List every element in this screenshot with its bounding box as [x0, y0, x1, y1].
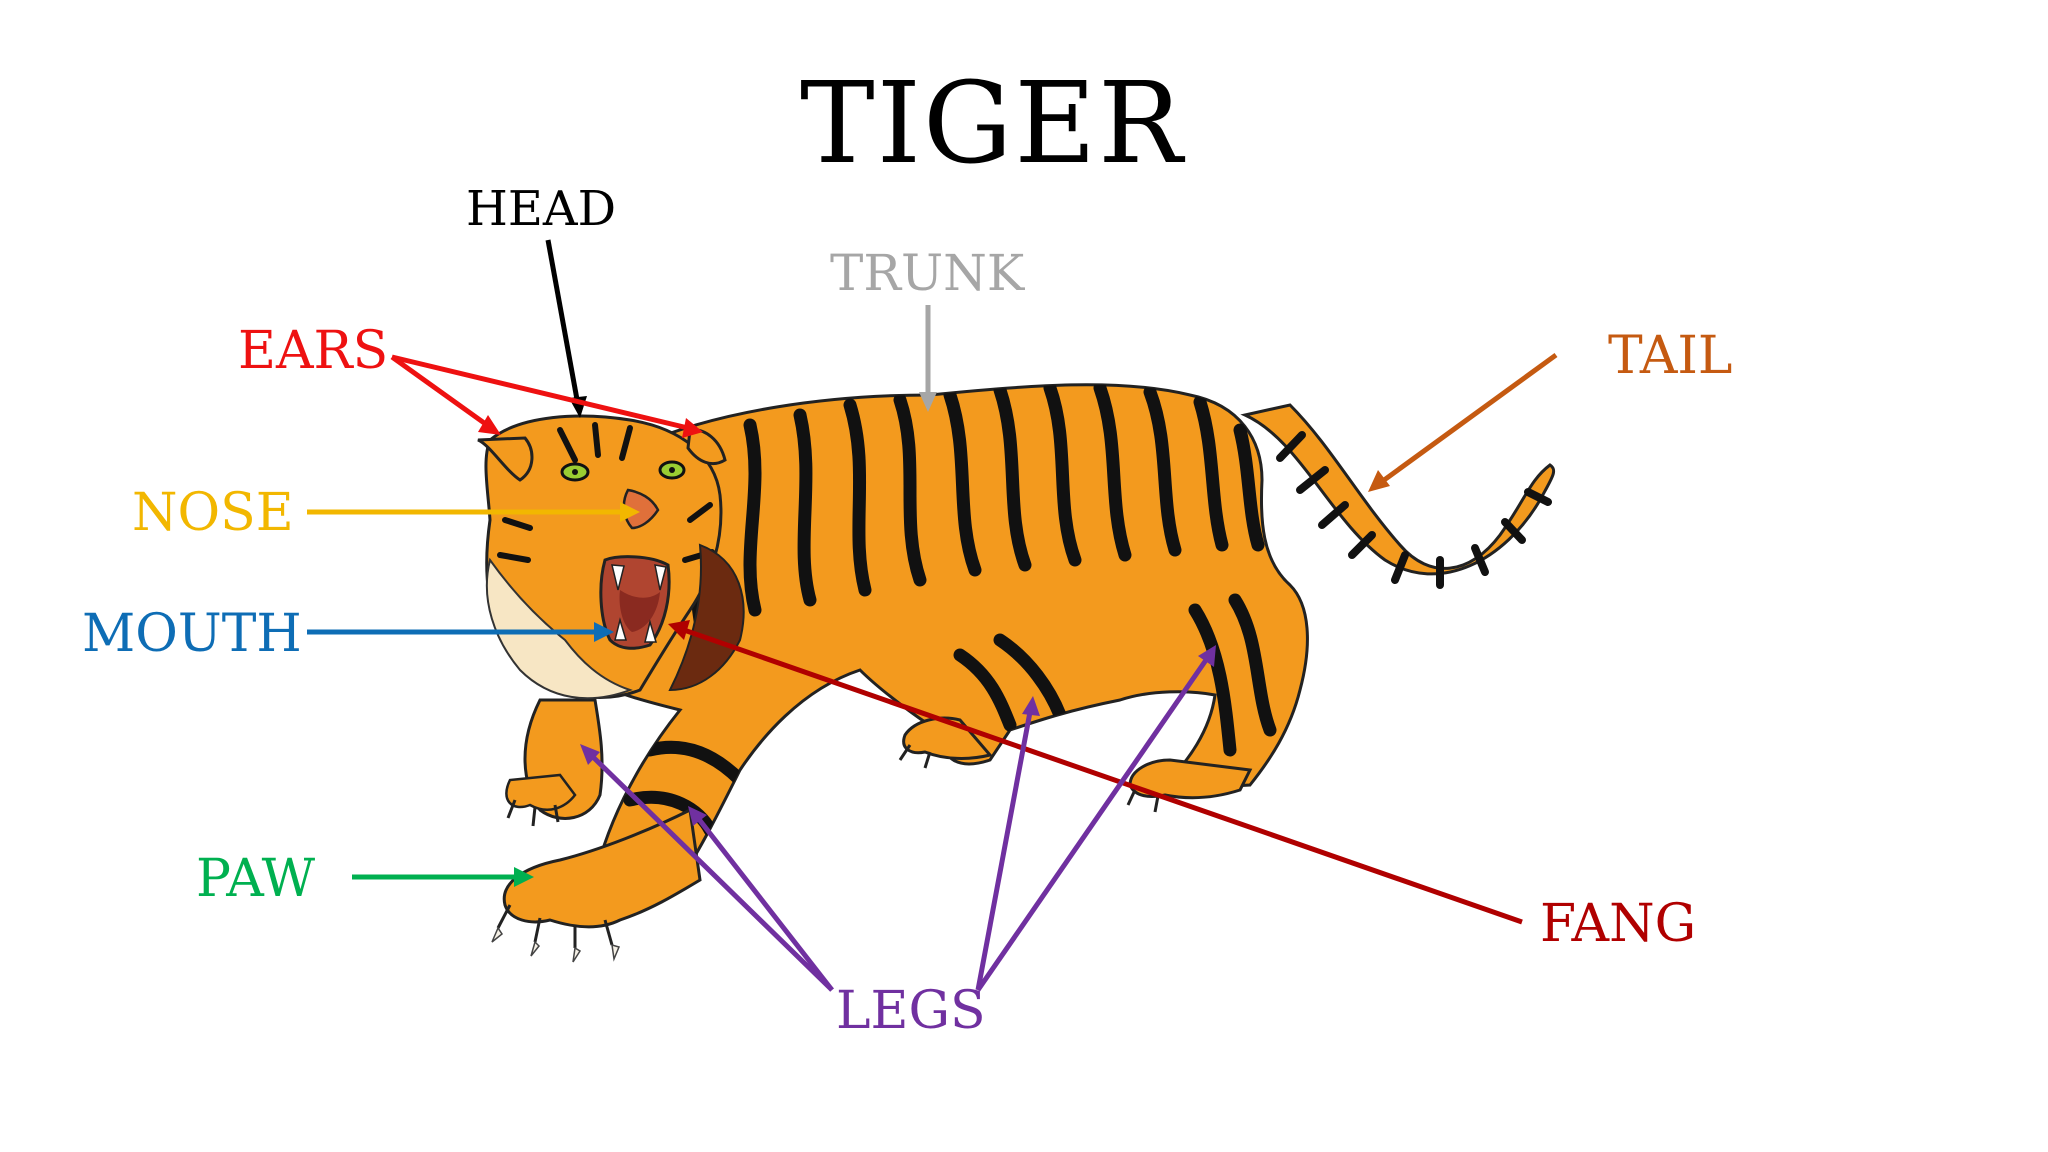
tiger-head: [477, 414, 745, 700]
label-tail: TAIL: [1608, 326, 1733, 386]
label-trunk: TRUNK: [830, 244, 1025, 302]
tiger-front-leg-left: [505, 698, 604, 827]
trunk-arrow: [919, 305, 937, 412]
tiger-hind-feet: [898, 716, 1253, 813]
tiger-paw: [491, 807, 702, 963]
label-paw: PAW: [196, 849, 316, 909]
label-ears: EARS: [238, 321, 389, 381]
paw-arrow: [352, 867, 534, 887]
label-mouth: MOUTH: [82, 604, 302, 664]
nose-arrow: [307, 502, 640, 522]
tail-arrow: [1368, 352, 1558, 492]
label-head: HEAD: [466, 181, 617, 237]
fang-arrow: [668, 620, 1523, 925]
mouth-arrow: [307, 622, 614, 642]
label-legs: LEGS: [836, 981, 986, 1041]
tiger-tail: [1240, 403, 1556, 589]
ears-arrow: [390, 354, 703, 438]
label-fang: FANG: [1540, 894, 1697, 954]
diagram-title: TIGER: [800, 59, 1185, 189]
head-arrow: [545, 239, 587, 418]
tiger-illustration: [477, 383, 1556, 963]
legs-arrowheads: [580, 645, 1216, 826]
label-nose: NOSE: [132, 483, 294, 543]
legs-arrows: [590, 658, 1209, 992]
